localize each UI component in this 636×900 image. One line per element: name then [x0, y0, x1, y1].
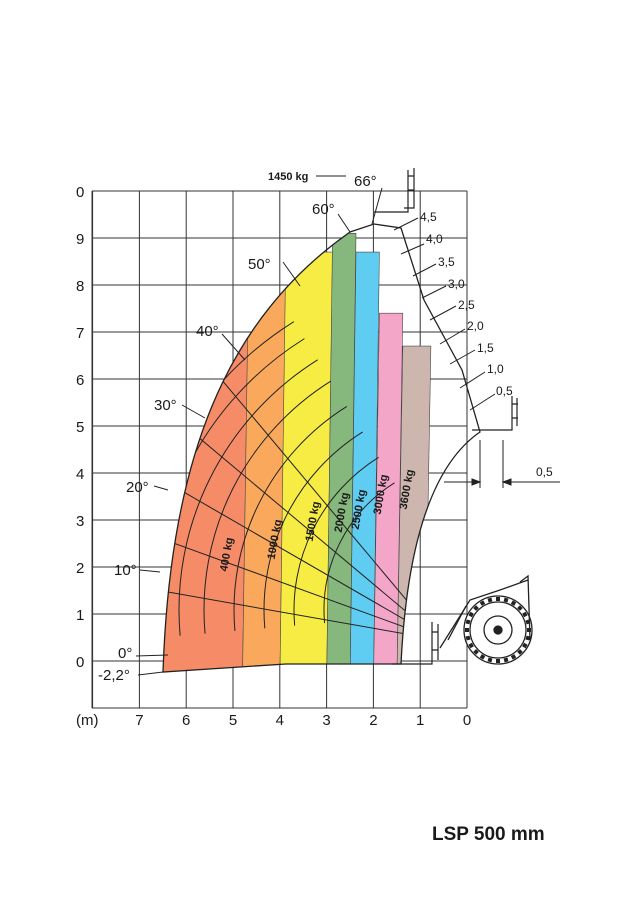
tread-block: [522, 642, 528, 649]
tread-block: [522, 611, 528, 618]
angle-label: -2,2°: [98, 667, 130, 684]
tread-block: [465, 635, 471, 641]
tread-block: [479, 654, 486, 660]
capacity-zones: [163, 233, 432, 672]
zone-2000-kg: [326, 233, 357, 672]
extension-label: 2,0: [467, 319, 484, 333]
tread-block: [525, 619, 531, 625]
boom-arc: [178, 359, 318, 636]
x-tick-label: 3: [322, 712, 330, 729]
x-tick-label: 0: [463, 712, 471, 729]
y-tick-label: 6: [76, 372, 84, 389]
y-tick-label: 8: [76, 278, 84, 295]
angle-label: 60°: [312, 201, 335, 218]
tread-block: [517, 649, 523, 655]
x-axis-ticks: 7 6 5 4 3 2 1 0: [135, 712, 471, 729]
dimension-marker: [444, 440, 560, 488]
y-tick-label: 0: [76, 184, 84, 201]
boom-arc: [263, 431, 363, 629]
tread-block: [468, 642, 474, 649]
tread-block: [468, 611, 474, 618]
y-tick-label: 9: [76, 231, 84, 248]
zone-3000-kg: [373, 312, 404, 672]
telehandler-icon: [439, 574, 533, 665]
x-tick-label: 7: [135, 712, 143, 729]
extension-label: 3,0: [448, 277, 465, 291]
tread-block: [503, 597, 509, 603]
working-envelope: [162, 223, 481, 673]
angle-label: 40°: [196, 323, 219, 340]
y-tick-label: 5: [76, 419, 84, 436]
tread-block: [525, 635, 531, 641]
boom-arc: [293, 456, 379, 626]
y-tick-label: 3: [76, 513, 84, 530]
extension-label: 1,5: [477, 341, 494, 355]
angle-line: [163, 429, 441, 641]
angle-label: 30°: [154, 397, 177, 414]
tread-block: [487, 597, 493, 603]
zone-label: 400 kg: [218, 537, 236, 573]
tread-block: [473, 605, 479, 611]
tread-block: [503, 657, 509, 663]
angle-label: 0°: [118, 645, 132, 662]
angle-labels: 66° 60° 50° 40° 30° 20° 10° 0° -2,2°: [98, 173, 377, 684]
tread-block: [465, 619, 471, 625]
x-tick-label: 4: [276, 712, 284, 729]
y-axis-ticks: 0 1 2 3 4 5 6 7 8 9 0: [76, 184, 84, 671]
angle-line: [163, 566, 441, 641]
fork-bottom-icon: [392, 622, 439, 665]
y-tick-label: 4: [76, 466, 84, 483]
extension-label: 0,5: [496, 384, 513, 398]
tread-block: [465, 628, 469, 632]
y-tick-label: 7: [76, 325, 84, 342]
angle-leaders: [135, 175, 383, 676]
fork-top-icon: [374, 168, 415, 213]
angle-label: 50°: [248, 256, 271, 273]
tread-block: [479, 600, 486, 606]
top-capacity-label: 1450 kg: [268, 171, 308, 183]
tread-block: [527, 628, 531, 632]
tread-block: [487, 657, 493, 663]
x-tick-label: 5: [229, 712, 237, 729]
dimension-label: 0,5: [536, 465, 553, 479]
tread-block: [473, 649, 479, 655]
y-tick-label: 1: [76, 607, 84, 624]
x-tick-label: 6: [182, 712, 190, 729]
x-axis-unit: (m): [76, 712, 99, 729]
boom-arc: [323, 482, 395, 624]
extension-labels: 4,5 4,0 3,5 3,0 2,5 2,0 1,5 1,0 0,5: [420, 210, 513, 398]
model-caption: LSP 500 mm: [432, 824, 545, 845]
extension-label: 3,5: [438, 255, 455, 269]
x-tick-label: 2: [369, 712, 377, 729]
boom-arc: [203, 380, 332, 634]
extension-leaders: [393, 217, 496, 411]
angle-label: 20°: [126, 479, 149, 496]
fork-right-icon: [472, 396, 518, 431]
tread-block: [510, 654, 517, 660]
tread-block: [496, 659, 500, 663]
extension-label: 2,5: [458, 298, 475, 312]
y-tick-label: 2: [76, 560, 84, 577]
angle-label: 10°: [114, 562, 137, 579]
extension-label: 4,0: [426, 232, 443, 246]
tire-tread: [465, 597, 531, 663]
tread-block: [496, 597, 500, 601]
y-tick-label: 0: [76, 654, 84, 671]
tread-block: [517, 605, 523, 611]
boom-arc: [233, 406, 348, 631]
extension-label: 1,0: [487, 362, 504, 376]
x-tick-label: 1: [416, 712, 424, 729]
tread-block: [510, 600, 517, 606]
extension-label: 4,5: [420, 210, 437, 224]
zone-2500-kg: [349, 251, 380, 672]
angle-line: [163, 495, 441, 641]
angle-label: 66°: [354, 173, 377, 190]
